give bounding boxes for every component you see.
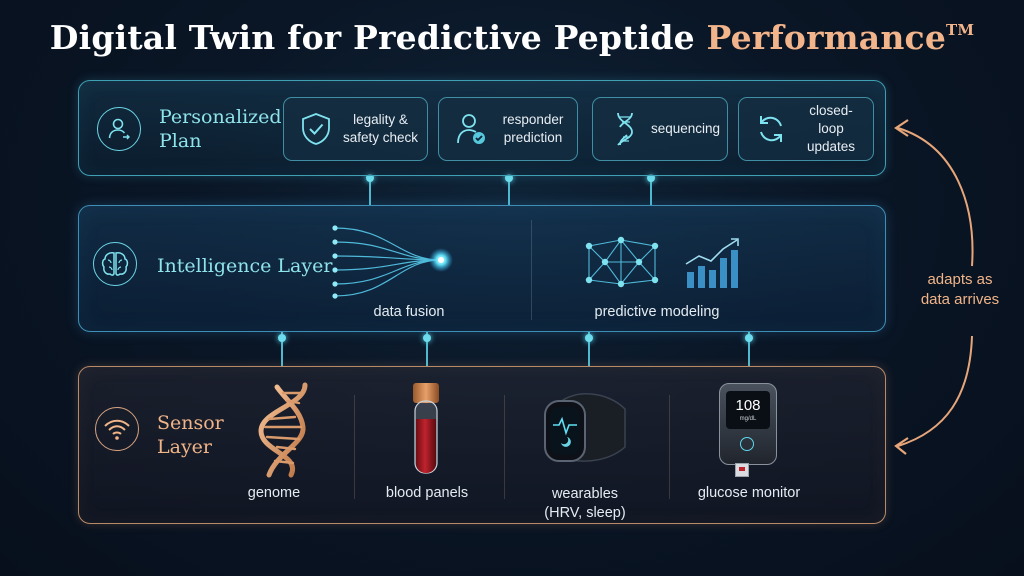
intelligence-divider (531, 220, 532, 320)
genome-label: genome (247, 485, 301, 501)
sensor-title: Sensor Layer (157, 411, 224, 459)
trademark: TM (946, 21, 975, 39)
glucose-monitor-label: glucose monitor (697, 485, 801, 501)
feedback-label: adapts as data arrives (912, 270, 1008, 310)
plan-title: Personalized Plan (159, 105, 282, 153)
sensor-separator-3 (669, 395, 670, 499)
sensor-separator-2 (504, 395, 505, 499)
connector-sensor-1 (278, 332, 286, 366)
card-legality-line2: safety check (342, 130, 419, 145)
feedback-label-line2: data arrives (920, 291, 1000, 308)
card-sequencing-line1: sequencing (651, 121, 721, 136)
connector-plan-3 (647, 174, 655, 205)
glucose-unit: mg/dL (739, 416, 757, 422)
plan-title-line2: Plan (159, 130, 202, 152)
title-main: Digital Twin for Predictive Peptide (49, 18, 695, 57)
connector-plan-1 (366, 174, 374, 205)
card-legality-line1: legality & (353, 112, 408, 127)
sensor-layer-panel: Sensor Layer genome (78, 366, 886, 524)
brain-icon (93, 242, 137, 286)
dna-helix-icon (258, 382, 308, 478)
card-sequencing: sequencing (592, 97, 728, 161)
intelligence-title: Intelligence Layer (157, 255, 333, 277)
sensor-title-line1: Sensor (157, 412, 224, 434)
title-accent: Performance (706, 18, 947, 57)
refresh-icon (751, 109, 791, 149)
wearables-label: wearables (HRV, sleep) (525, 485, 645, 523)
smartwatch-icon (544, 393, 626, 462)
data-fusion-graphic (332, 225, 453, 299)
feedback-label-line1: adapts as (927, 271, 993, 288)
wifi-icon (95, 407, 139, 451)
card-responder-line1: responder (502, 112, 564, 127)
card-closed-loop-line2: updates (806, 139, 856, 154)
user-icon (97, 107, 141, 151)
feedback-arrow (894, 119, 974, 455)
user-check-icon (451, 109, 491, 149)
card-responder-prediction: responder prediction (438, 97, 578, 161)
sensor-separator-1 (354, 395, 355, 499)
glucose-reading: 108 (735, 397, 761, 414)
card-responder-line2: prediction (503, 130, 563, 145)
intelligence-layer-panel: Intelligence Layer data (78, 205, 886, 332)
blood-tube-icon (413, 383, 439, 474)
dna-icon (605, 109, 645, 149)
wearables-label-line2: (HRV, sleep) (544, 505, 626, 521)
connector-plan-2 (505, 174, 513, 205)
predictive-modeling-label: predictive modeling (594, 304, 720, 320)
connector-sensor-4 (745, 332, 753, 366)
wearables-label-line1: wearables (551, 486, 619, 502)
connector-sensor-2 (423, 332, 431, 366)
network-icon (585, 236, 659, 288)
connector-sensor-3 (585, 332, 593, 366)
glucose-screen: 108 mg/dL (726, 391, 770, 429)
card-closed-loop-updates: closed-loop updates (738, 97, 874, 161)
bar-chart-trend-icon (685, 238, 739, 288)
personalized-plan-panel: Personalized Plan legality & safety chec… (78, 80, 886, 176)
plan-title-line1: Personalized (159, 106, 282, 128)
blood-panels-label: blood panels (385, 485, 469, 501)
shield-check-icon (296, 109, 336, 149)
card-closed-loop-line1: closed-loop (809, 103, 853, 136)
card-legality-safety: legality & safety check (283, 97, 428, 161)
page-title: Digital Twin for Predictive Peptide Perf… (0, 18, 1024, 57)
data-fusion-label: data fusion (373, 304, 445, 320)
sensor-title-line2: Layer (157, 436, 213, 458)
glucose-meter-icon: 108 mg/dL (719, 383, 777, 477)
